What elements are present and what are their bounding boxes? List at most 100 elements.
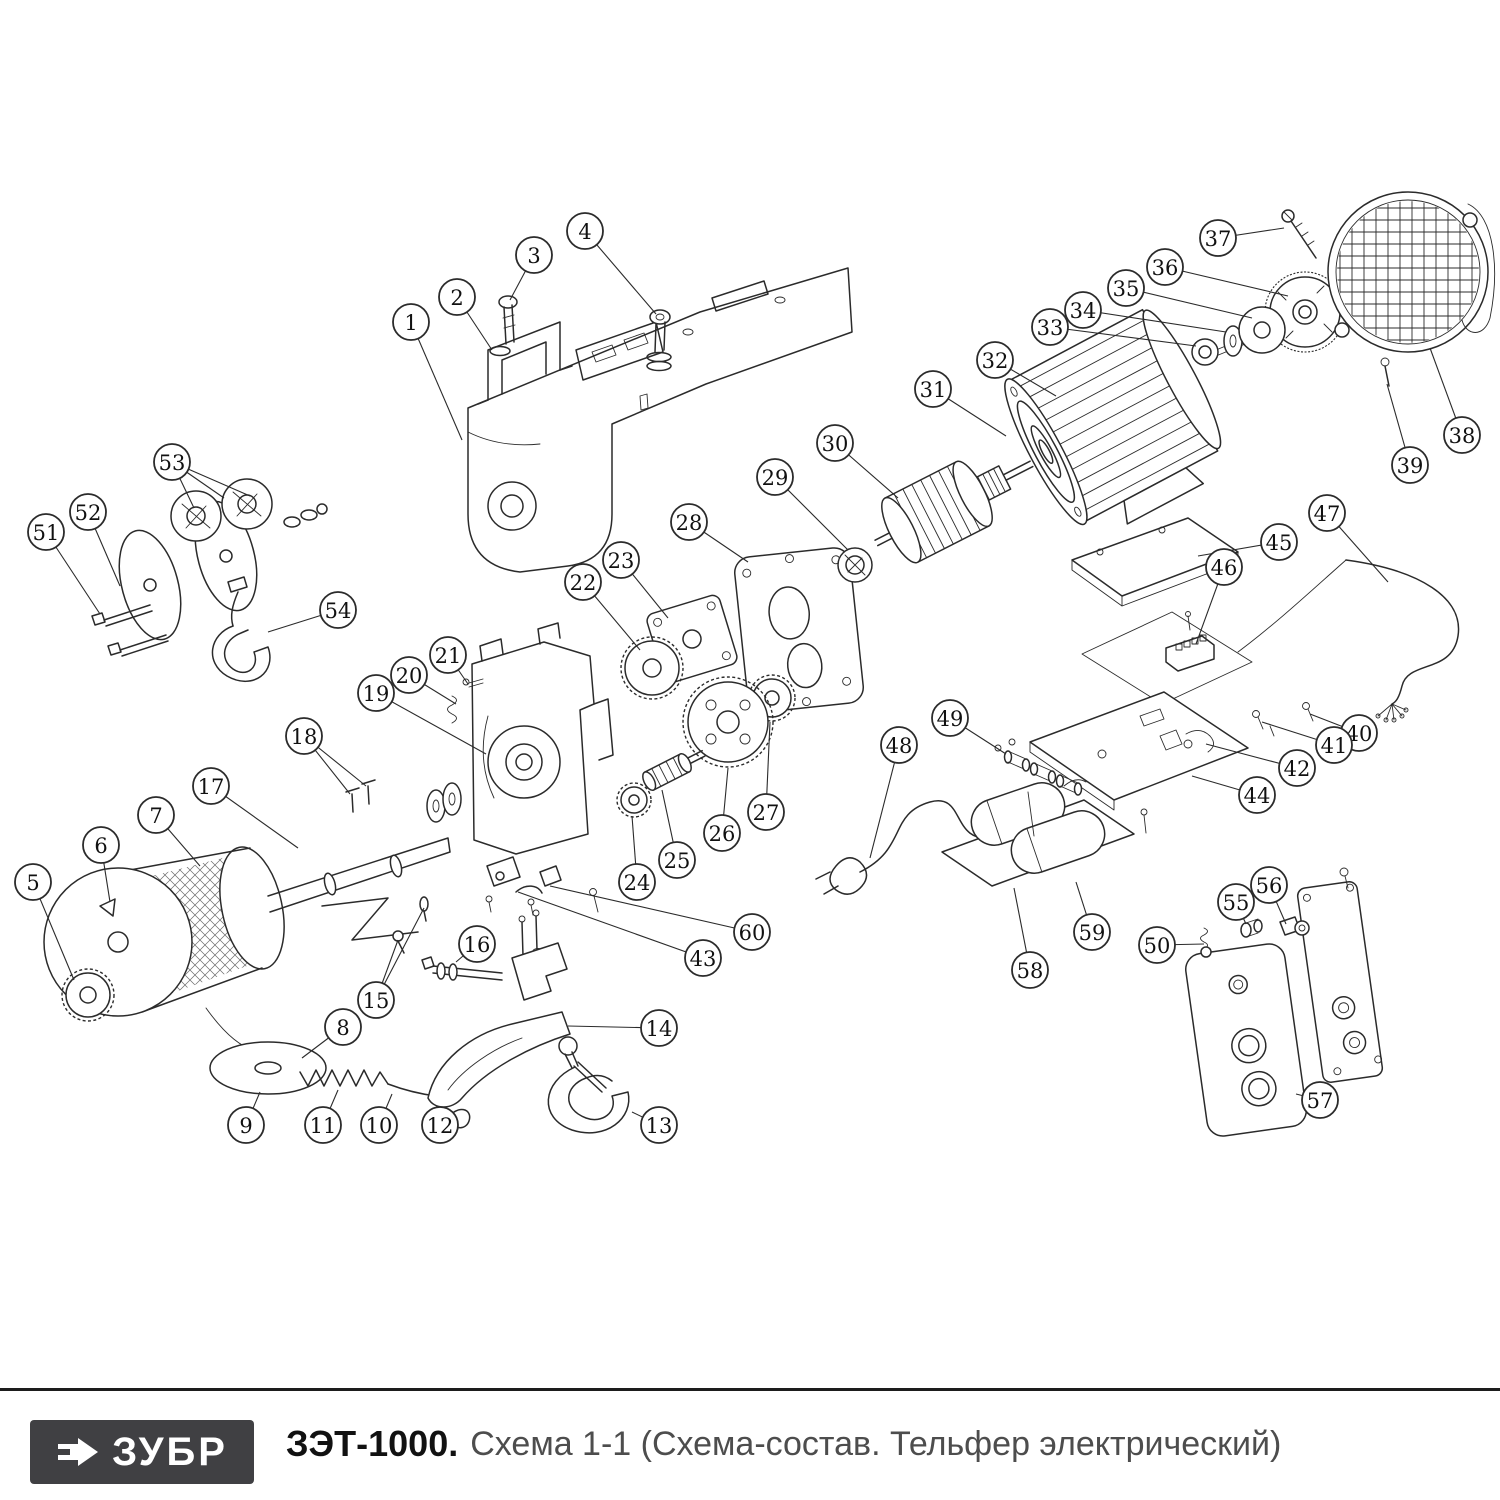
svg-text:18: 18 — [291, 725, 318, 749]
svg-text:47: 47 — [1314, 502, 1341, 526]
callout-50: 50 — [1138, 926, 1176, 964]
zubr-logo: ЗУБР — [30, 1420, 254, 1484]
callout-47: 47 — [1308, 494, 1346, 532]
svg-text:41: 41 — [1321, 734, 1348, 758]
svg-text:57: 57 — [1307, 1089, 1334, 1113]
callout-35: 35 — [1107, 269, 1145, 307]
callout-29: 29 — [756, 458, 794, 496]
leader-line — [1125, 287, 1253, 319]
svg-text:17: 17 — [198, 775, 225, 799]
trolley-assembly — [91, 478, 328, 682]
svg-text:59: 59 — [1079, 921, 1106, 945]
exploded-view-svg: 1234567891011121314151617181920212223242… — [14, 191, 1495, 1144]
svg-text:50: 50 — [1144, 934, 1171, 958]
svg-text:55: 55 — [1223, 891, 1250, 915]
callout-52: 52 — [69, 493, 107, 531]
svg-text:28: 28 — [676, 511, 703, 535]
svg-text:15: 15 — [363, 989, 390, 1013]
svg-text:24: 24 — [624, 871, 651, 895]
motor — [874, 191, 1495, 564]
callout-59: 59 — [1073, 913, 1111, 951]
svg-text:14: 14 — [646, 1017, 673, 1041]
callout-2: 2 — [438, 278, 476, 316]
callout-25: 25 — [658, 841, 696, 879]
svg-text:27: 27 — [753, 801, 780, 825]
callout-12: 12 — [421, 1106, 459, 1144]
svg-text:58: 58 — [1017, 959, 1044, 983]
svg-text:44: 44 — [1244, 784, 1271, 808]
pendant-control — [1185, 867, 1384, 1137]
callout-8: 8 — [324, 1008, 362, 1046]
svg-text:56: 56 — [1256, 874, 1283, 898]
svg-text:2: 2 — [450, 286, 463, 310]
callout-51: 51 — [27, 513, 65, 551]
callout-56: 56 — [1250, 866, 1288, 904]
svg-text:13: 13 — [646, 1114, 673, 1138]
callout-46: 46 — [1205, 548, 1243, 586]
svg-text:43: 43 — [690, 947, 717, 971]
callout-34: 34 — [1064, 291, 1102, 329]
svg-text:52: 52 — [75, 501, 102, 525]
callout-36: 36 — [1146, 248, 1184, 286]
svg-text:11: 11 — [310, 1114, 337, 1138]
callout-57: 57 — [1301, 1081, 1339, 1119]
caption-text: Схема 1-1 (Схема-состав. Тельфер электри… — [470, 1424, 1282, 1463]
svg-text:21: 21 — [435, 644, 462, 668]
rope-disc-spring — [209, 896, 449, 1103]
svg-text:38: 38 — [1449, 424, 1476, 448]
callout-49: 49 — [931, 699, 969, 737]
callout-19: 19 — [357, 674, 395, 712]
callout-26: 26 — [703, 814, 741, 852]
leader-line — [1082, 309, 1227, 333]
svg-text:42: 42 — [1284, 757, 1311, 781]
svg-text:45: 45 — [1266, 531, 1293, 555]
svg-text:31: 31 — [920, 378, 947, 402]
callout-21: 21 — [429, 636, 467, 674]
callout-24: 24 — [618, 863, 656, 901]
callout-41: 41 — [1315, 726, 1353, 764]
callout-55: 55 — [1217, 883, 1255, 921]
svg-text:4: 4 — [578, 220, 591, 244]
svg-text:9: 9 — [239, 1114, 252, 1138]
svg-text:26: 26 — [709, 822, 736, 846]
svg-text:8: 8 — [336, 1016, 349, 1040]
svg-text:12: 12 — [427, 1114, 454, 1138]
svg-text:16: 16 — [464, 933, 491, 957]
callout-28: 28 — [670, 503, 708, 541]
leader-line — [549, 885, 753, 933]
svg-text:39: 39 — [1397, 454, 1424, 478]
callout-60: 60 — [733, 913, 771, 951]
leader-line — [1164, 266, 1289, 297]
svg-text:35: 35 — [1113, 277, 1140, 301]
callout-32: 32 — [976, 341, 1014, 379]
svg-text:19: 19 — [363, 682, 390, 706]
callout-15: 15 — [357, 981, 395, 1019]
callout-22: 22 — [564, 563, 602, 601]
callout-58: 58 — [1011, 951, 1049, 989]
svg-text:51: 51 — [33, 521, 60, 545]
svg-text:53: 53 — [159, 451, 186, 475]
svg-text:25: 25 — [664, 849, 691, 873]
callout-13: 13 — [640, 1106, 678, 1144]
callout-18: 18 — [285, 717, 323, 755]
callout-11: 11 — [304, 1106, 342, 1144]
svg-text:6: 6 — [94, 834, 107, 858]
callout-48: 48 — [880, 726, 918, 764]
callout-53: 53 — [153, 443, 191, 481]
limit-lever-and-hook — [421, 909, 630, 1134]
svg-text:36: 36 — [1152, 256, 1179, 280]
model-number: ЗЭТ-1000. — [286, 1423, 459, 1464]
callout-33: 33 — [1031, 308, 1069, 346]
footer-divider — [0, 1388, 1500, 1391]
svg-text:20: 20 — [396, 664, 423, 688]
svg-text:7: 7 — [149, 804, 162, 828]
svg-text:33: 33 — [1037, 316, 1064, 340]
svg-text:30: 30 — [822, 432, 849, 456]
svg-text:54: 54 — [325, 599, 352, 623]
callout-45: 45 — [1260, 523, 1298, 561]
svg-text:5: 5 — [26, 871, 39, 895]
callout-39: 39 — [1391, 446, 1429, 484]
figure-caption: ЗЭТ-1000. Схема 1-1 (Схема-состав. Тельф… — [286, 1388, 1281, 1500]
svg-text:23: 23 — [608, 549, 635, 573]
